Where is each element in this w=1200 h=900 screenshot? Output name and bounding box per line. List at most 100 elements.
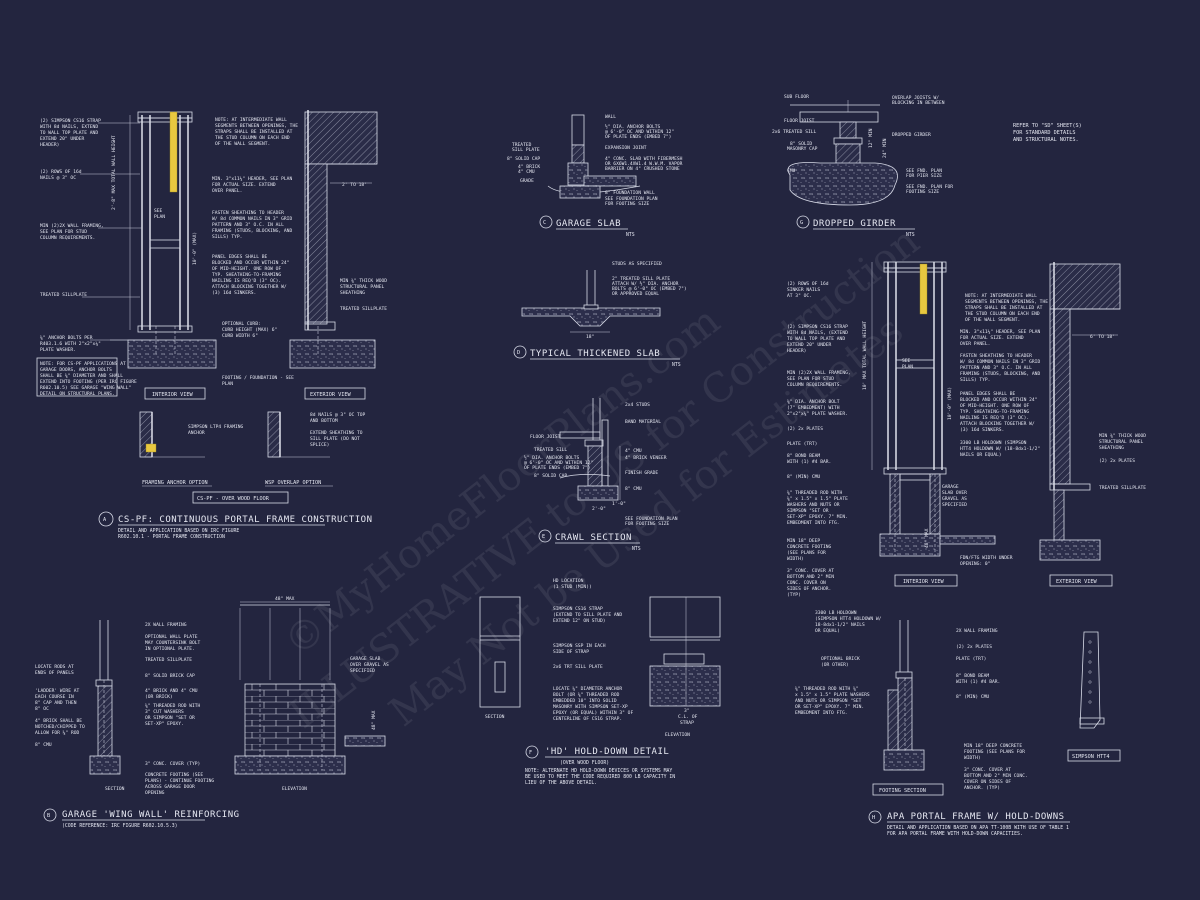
h-upper-lnote-28: (SEE PLANS FOR [787,550,826,556]
detail-e-scale: NTS [632,546,641,552]
detail-g-rnote-6: SEE FND. PLAN FOR [906,184,953,190]
h-upper-lnote-27: CONCRETE FOOTING [787,544,831,550]
detail-b-lnote-4: EACH COURSE IN [35,694,74,700]
detail-g-title: DROPPED GIRDER [813,219,896,229]
detail-h-rnote-11: BOTTOM AND 2" MIN CONC. [964,773,1028,779]
detail-a-note-11: TREATED SILLPLATE [40,292,87,298]
detail-f-callout-6: SIMPSON SSP IN EACH [553,643,606,649]
detail-c-rnote-1: WALL [605,114,616,120]
h-upper-lnote-6: TO WALL TOP PLATE AND [787,336,845,342]
h-upper-lnote-21: ⅝" x 1.5" x 1.5" PLATE [787,495,848,502]
detail-g-lnote-5: MASONRY CAP [787,146,818,152]
h-upper-fnd-1: FDN/FTG WIDTH UNDER [960,555,1013,561]
detail-g-lnote-3: 2x6 TREATED SILL [772,129,816,135]
detail-f-callout-2: (1 STUD (MIN)) [553,584,592,590]
detail-f-dim-3: STRAP [680,720,694,726]
detail-g-rnote-1: OVERLAP JOISTS W/ [892,95,939,101]
detail-c-lnote-2: SILL PLATE [512,147,540,153]
detail-a-side-note-3: SHEATHING [340,290,365,296]
detail-b-note-15: PLANS) - CONTINUE FOOTING [145,778,214,784]
detail-f-note-2: BE USED TO MEET THE CODE REQUIRED 800 LB… [525,774,675,780]
detail-f-callout-3: SIMPSON CS16 STRAP [553,606,603,612]
detail-b-lnote-5: 8" CAP AND THEN [35,700,77,706]
detail-h-rnote-8: FOOTING (SEE PLANS FOR [964,749,1025,755]
detail-b-elevation-label: ELEVATION [282,786,307,792]
detail-a-rnote-3: STRAPS SHALL BE INSTALLED AT [215,129,293,135]
detail-b-section-label: SECTION [105,786,125,792]
detail-e-lnote-5: OF PLATE ENDS (EMBED 7") [524,465,590,471]
detail-f-badge: F [529,750,532,756]
h-upper-lnote-24: SET-XP" EPOXY. 7" MIN. [787,514,848,520]
detail-b-note-2: OPTIONAL WALL PLATE [145,634,198,640]
h-upper-fnd-2: OPENING: 0" [960,561,990,567]
h-upper-garage-1: GARAGE [942,484,959,490]
detail-h-upper-left-notes: (2) ROWS OF 16d SINKER NAILS AT 3" OC. (… [787,281,851,598]
detail-a-note-3: TO WALL TOP PLATE AND [40,130,98,136]
detail-a-note-2: WITH 8d NAILS, EXTEND [40,124,98,130]
h-upper-mnote-19: ATTACH BLOCKING TOGETHER W/ [960,421,1035,427]
detail-a-interior-view-label: INTERIOR VIEW [152,392,193,398]
detail-a-wsp-note-5: SPLICE) [310,442,329,448]
detail-a-wsp-overlap-option: 8d NAILS @ 3" OC TOP AND BOTTOM EXTEND S… [265,411,366,487]
detail-a-badge: A [103,517,107,523]
detail-c-lnote-5: 4" CMU [518,169,535,175]
detail-h-rnote-12: COVER ON SIDES OF [964,779,1011,785]
detail-a-footing-1: FOOTING / FOUNDATION - SEE [222,375,294,381]
detail-a-see-plan-1: SEE [154,208,163,214]
detail-h-upper-rnote-2: STRUCTURAL PANEL [1099,439,1143,445]
detail-e-dim-2: 2'-0" [592,506,606,512]
detail-a-note-4: EXTEND 20" UNDER [40,136,84,142]
detail-h-lnote-11: EMBEDMENT INTO FTG. [795,710,848,716]
detail-a-rnote-2: SEGMENTS BETWEEN OPENINGS, THE [215,123,298,129]
detail-c-rnote-2: ½" DIA. ANCHOR BOLTS [605,123,661,130]
detail-d-note-5: OR APPROVED EQUAL [612,291,659,297]
detail-g-rnote-5: FOR PIER SIZE [906,173,942,179]
detail-b-dim-side: 48" MAX [371,710,377,730]
detail-b-lnote-6: 8" OC [35,706,49,712]
detail-c-rnote-11: FOR FOOTING SIZE [605,201,649,207]
detail-a-over-wood-floor-label: CS-PF - OVER WOOD FLOOR [197,496,270,502]
detail-f-callout-8: 2x6 TRT SILL PLATE [553,664,603,670]
detail-d-badge: D [517,350,520,356]
detail-f-title: 'HD' HOLD-DOWN DETAIL [545,747,669,757]
h-upper-lnote-12: ⅝" DIA. ANCHOR BOLT [787,398,840,405]
h-upper-mnote-18: NAILING IS REQ'D (3" OC). [960,415,1029,421]
h-upper-lnote-19: 8" (MIN) CMU [787,474,820,480]
h-upper-mnote-8: OVER PANEL. [960,341,990,347]
detail-b-subtitle: (CODE REFERENCE: IRC FIGURE R602.10.5.3) [62,823,178,829]
detail-h-subtitle-1: DETAIL AND APPLICATION BASED ON APA TT-1… [887,825,1069,831]
general-note: REFER TO "SD" SHEET(S) FOR STANDARD DETA… [1013,123,1082,143]
detail-a-side-note-2: STRUCTURAL PANEL [340,284,384,290]
detail-h-lnote-10: OR SET-XP" EPOXY. 7" MIN. [795,704,864,710]
detail-a-rnote-12: FRAMING (STUDS, BLOCKING, AND [212,228,292,234]
detail-h-apa-portal-frame: FOOTING SECTION 3300 LB HOLDOWN (SIMPSON… [795,610,1121,837]
detail-a-interior-view-drawing: 2'-8" MAX TOTAL WALL HEIGHT 10'-0" (MAX)… [110,111,217,369]
detail-e-dim-1: 1'-0" [612,501,626,507]
detail-e-lnote-1: FLOOR JOIST [530,434,561,440]
detail-a-note-6: (2) ROWS OF 16d [40,169,82,175]
h-upper-mnote-14: PANEL EDGES SHALL BE [960,391,1016,397]
detail-a-exterior-view-drawing: 2' TO 18' MIN ⅜" THICK WOOD STRUCTURAL P… [289,110,387,369]
detail-a-rnote-7: FOR ACTUAL SIZE. EXTEND [212,182,276,188]
detail-f-anchor-4: MASONRY WITH SIMPSON SET-XP [553,704,628,710]
detail-c-rnote-4: OF PLATE ENDS (EMBED 7") [605,134,671,140]
detail-a-footing-2: PLAN [222,381,233,387]
detail-c-title: GARAGE SLAB [556,219,621,229]
detail-e-rnote-6: 8" CMU [625,486,642,492]
detail-g-dropped-girder: SUB FLOOR FLOOR JOIST 2x6 TREATED SILL 8… [772,94,953,238]
detail-a-side-note-4: TREATED SILLPLATE [340,306,387,312]
detail-f-anchor-3: EMBEDDED 10" INTO SOLID [553,698,617,704]
detail-b-rnote-1: GARAGE SLAB [350,656,381,662]
detail-f-callout-4: (EXTEND TO SILL PLATE AND [553,612,622,618]
h-upper-mnote-12: FRAMING (STUDS, BLOCKING, AND [960,371,1040,377]
detail-a-wsp-overlap-label: WSP OVERLAP OPTION [265,480,321,486]
detail-a-wsp-note-3: EXTEND SHEATHING TO [310,430,363,436]
detail-b-note-12: SET-XP" EPOXY. [145,721,184,727]
h-upper-lnote-7: EXTEND 20" UNDER [787,342,831,348]
detail-h-lnote-3: 18-8dx1-1/2" NAILS [815,622,865,628]
detail-b-note-3: MAY COUNTERSINK BOLT [145,640,201,646]
detail-b-garage-wing-wall: SECTION 48" MAX 48" MAX ELEVATION 2X WAL… [35,596,389,829]
detail-a-dim-2-to-18: 2' TO 18' [342,182,367,188]
detail-a-exterior-view-label: EXTERIOR VIEW [310,392,351,398]
detail-h-rnote-2: (2) 2x PLATES [956,644,992,650]
